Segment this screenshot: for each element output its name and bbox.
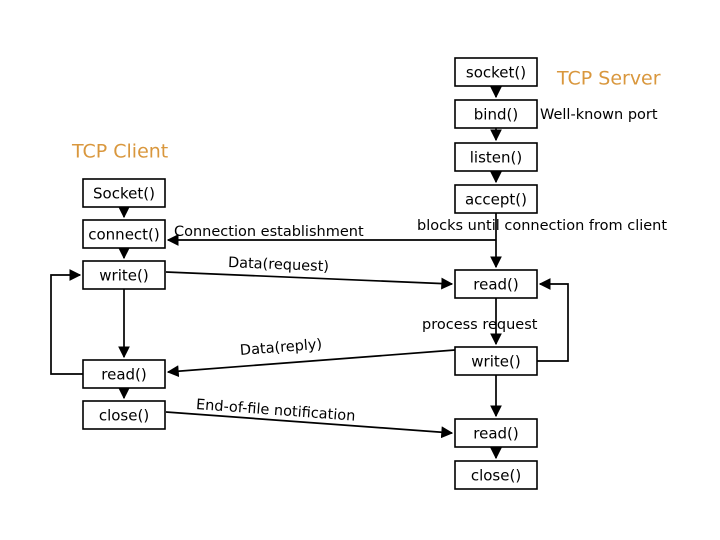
server-loop-write-to-read bbox=[537, 278, 569, 362]
server-box-read[interactable]: read() bbox=[454, 269, 538, 299]
message-arrow-data-reply bbox=[166, 349, 456, 378]
server-box-listen-label: listen() bbox=[470, 149, 522, 167]
message-label-data-request: Data(request) bbox=[228, 255, 330, 275]
server-box-bind-rect[interactable] bbox=[454, 99, 538, 129]
client-box-read[interactable]: read() bbox=[82, 359, 166, 389]
client-title: TCP Client bbox=[71, 141, 168, 163]
client-box-read-rect[interactable] bbox=[82, 359, 166, 389]
note-process-request: process request bbox=[422, 317, 538, 333]
server-box-socket-rect[interactable] bbox=[454, 57, 538, 87]
server-box-socket[interactable]: socket() bbox=[454, 57, 538, 87]
server-box-accept-label: accept() bbox=[465, 191, 527, 209]
server-box-accept[interactable]: accept() bbox=[454, 184, 538, 214]
client-box-write-label: write() bbox=[99, 267, 148, 285]
server-box-socket-label: socket() bbox=[466, 64, 526, 82]
client-box-connect-rect[interactable] bbox=[82, 219, 166, 249]
server-box-read-2-rect[interactable] bbox=[454, 418, 538, 448]
message-arrow-end-of-file bbox=[165, 411, 454, 439]
server-box-bind-label: bind() bbox=[474, 106, 518, 124]
server-box-close-label: close() bbox=[471, 467, 521, 485]
server-box-read-2[interactable]: read() bbox=[454, 418, 538, 448]
client-box-socket[interactable]: Socket() bbox=[82, 178, 166, 208]
server-title: TCP Server bbox=[556, 68, 661, 90]
note-blocks-until-connection: blocks until connection from client bbox=[417, 218, 667, 234]
server-box-bind[interactable]: bind() bbox=[454, 99, 538, 129]
server-box-close-rect[interactable] bbox=[454, 460, 538, 490]
server-box-read-2-label: read() bbox=[473, 425, 518, 443]
client-loop-read-to-write bbox=[50, 269, 83, 375]
client-box-close-rect[interactable] bbox=[82, 400, 166, 430]
client-box-socket-rect[interactable] bbox=[82, 178, 166, 208]
server-box-read-label: read() bbox=[473, 276, 518, 294]
server-box-accept-rect[interactable] bbox=[454, 184, 538, 214]
server-box-write-rect[interactable] bbox=[454, 346, 538, 376]
client-box-connect-label: connect() bbox=[88, 226, 160, 244]
message-label-connection-establishment: Connection establishment bbox=[174, 224, 364, 240]
server-box-listen-rect[interactable] bbox=[454, 142, 538, 172]
server-box-read-rect[interactable] bbox=[454, 269, 538, 299]
client-box-write[interactable]: write() bbox=[82, 260, 166, 290]
server-box-listen[interactable]: listen() bbox=[454, 142, 538, 172]
client-box-read-label: read() bbox=[101, 366, 146, 384]
client-box-socket-label: Socket() bbox=[93, 185, 155, 203]
client-box-close-label: close() bbox=[99, 407, 149, 425]
client-box-close[interactable]: close() bbox=[82, 400, 166, 430]
server-box-write-label: write() bbox=[471, 353, 520, 371]
server-box-write[interactable]: write() bbox=[454, 346, 538, 376]
message-label-data-reply: Data(reply) bbox=[239, 337, 322, 359]
client-box-write-rect[interactable] bbox=[82, 260, 166, 290]
server-box-close[interactable]: close() bbox=[454, 460, 538, 490]
note-well-known-port: Well-known port bbox=[540, 107, 658, 123]
client-box-connect[interactable]: connect() bbox=[82, 219, 166, 249]
message-arrow-data-request bbox=[165, 271, 454, 290]
